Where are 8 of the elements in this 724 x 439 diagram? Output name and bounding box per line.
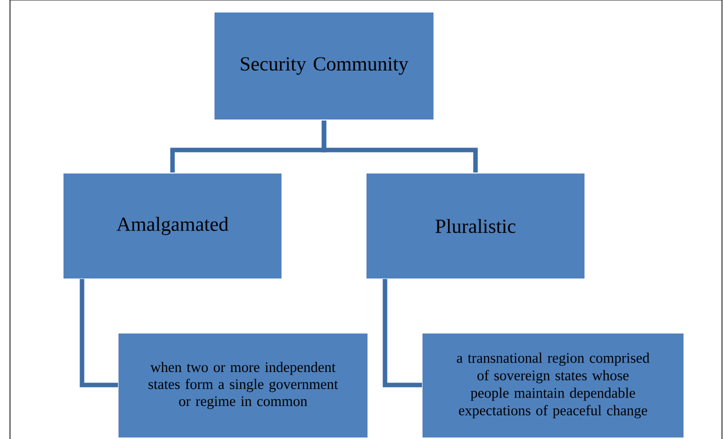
text-box: when two or more independent states form a single government or regime in common — [118, 332, 368, 438]
connector — [80, 279, 118, 388]
text-box: Security Community — [214, 12, 434, 120]
connector — [382, 279, 422, 388]
text-box: Amalgamated — [62, 172, 282, 280]
connector — [322, 120, 478, 172]
text-box: a transnational region comprised of sovereign states whose people maintain dependable expectations of peaceful change — [422, 332, 684, 438]
text-box: Pluralistic — [366, 172, 586, 280]
